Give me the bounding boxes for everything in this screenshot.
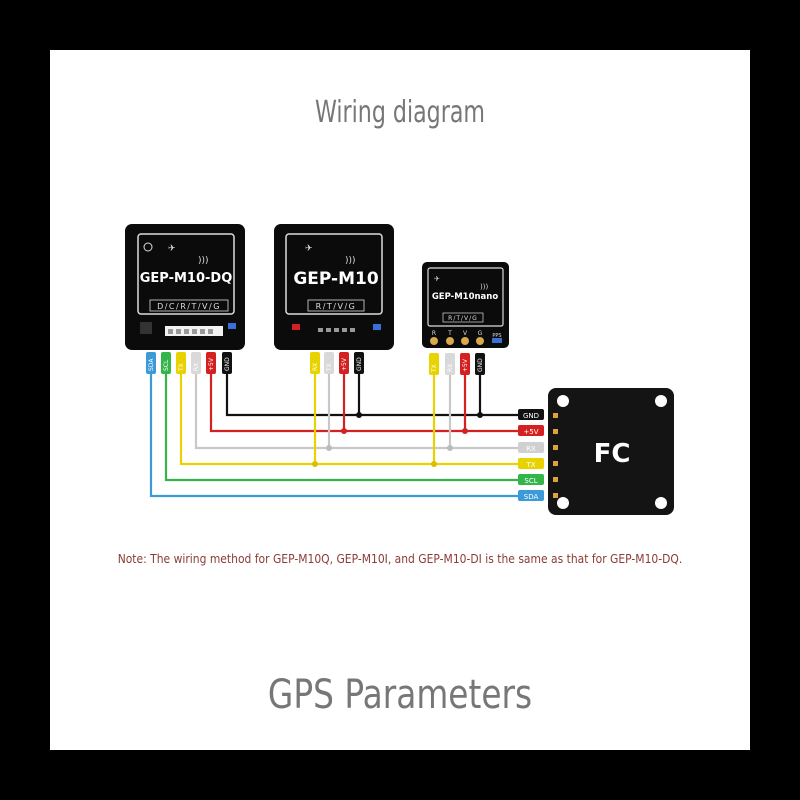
wire-tags-m10nano: TX RX +5V GND <box>429 353 485 375</box>
satellite-icon: ✈ <box>305 244 313 254</box>
svg-text:SDA: SDA <box>148 358 155 371</box>
wire-tags-m10dq: SDA SCL TX RX +5V GND <box>146 352 232 374</box>
satellite-icon: ✈ <box>168 244 176 254</box>
svg-text:+5V: +5V <box>208 357 215 371</box>
wire-5v-m10dq <box>209 372 520 433</box>
mount-hole <box>655 395 667 407</box>
wire-tags-m10: RX TX +5V GND <box>310 352 364 374</box>
module-gep-m10nano: ✈ ))) GEP-M10nano R/T/V/G R T V G PPS <box>422 262 509 348</box>
pin-row-m10nano: R/T/V/G <box>448 315 478 322</box>
svg-text:SCL: SCL <box>524 477 537 485</box>
wire-sda-m10dq <box>149 372 520 498</box>
svg-text:RX: RX <box>526 445 536 453</box>
signal-icon: ))) <box>480 283 488 291</box>
module-name-m10dq: GEP-M10-DQ <box>140 271 233 286</box>
module-gep-m10: ✈ ))) GEP-M10 R/T/V/G <box>274 224 394 350</box>
pin-row-m10: R/T/V/G <box>316 302 357 311</box>
module-gep-m10-dq: ✈ ))) GEP-M10-DQ D/C/R/T/V/G <box>125 224 245 350</box>
wire-tx-m10dq <box>179 372 520 466</box>
wire-scl-m10dq <box>164 372 520 482</box>
svg-text:RX: RX <box>312 363 319 371</box>
signal-icon: ))) <box>198 256 209 266</box>
compass-icon <box>143 242 153 252</box>
svg-text:GND: GND <box>356 357 363 371</box>
svg-text:+5V: +5V <box>523 428 538 436</box>
svg-text:TX: TX <box>525 461 535 469</box>
pin-row-m10dq: D/C/R/T/V/G <box>157 302 221 311</box>
svg-text:T: T <box>447 330 452 337</box>
svg-text:GND: GND <box>523 412 539 420</box>
svg-text:+5V: +5V <box>341 357 348 371</box>
wire-gnd-m10dq <box>225 372 520 417</box>
svg-text:SCL: SCL <box>163 359 170 371</box>
module-name-m10nano: GEP-M10nano <box>432 292 499 302</box>
svg-text:RX: RX <box>193 363 200 371</box>
satellite-icon: ✈ <box>434 275 440 283</box>
wire-rx-m10dq <box>194 372 520 450</box>
wiring-note: Note: The wiring method for GEP-M10Q, GE… <box>117 551 683 566</box>
svg-text:V: V <box>463 330 468 337</box>
fc-board: FC <box>548 388 674 515</box>
svg-text:R: R <box>432 330 436 337</box>
svg-text:GND: GND <box>224 357 231 371</box>
footer-heading: GPS Parameters <box>267 672 533 718</box>
svg-text:GND: GND <box>477 358 484 372</box>
diagram-title: Wiring diagram <box>315 95 485 130</box>
wires <box>149 372 520 498</box>
fc-label: FC <box>594 439 631 469</box>
junction-dots <box>312 412 483 467</box>
mount-hole <box>557 497 569 509</box>
mount-hole <box>655 497 667 509</box>
svg-text:+5V: +5V <box>462 358 469 372</box>
svg-text:TX: TX <box>431 364 438 373</box>
fc-port-tags: GND +5V RX TX SCL SDA <box>518 409 544 501</box>
svg-text:RX: RX <box>447 364 454 372</box>
svg-text:SDA: SDA <box>524 493 539 501</box>
svg-text:PPS: PPS <box>492 333 501 339</box>
svg-text:G: G <box>478 330 483 337</box>
module-name-m10: GEP-M10 <box>293 269 379 289</box>
signal-icon: ))) <box>345 256 356 266</box>
svg-text:TX: TX <box>326 363 333 372</box>
mount-hole <box>557 395 569 407</box>
svg-text:TX: TX <box>178 363 185 372</box>
